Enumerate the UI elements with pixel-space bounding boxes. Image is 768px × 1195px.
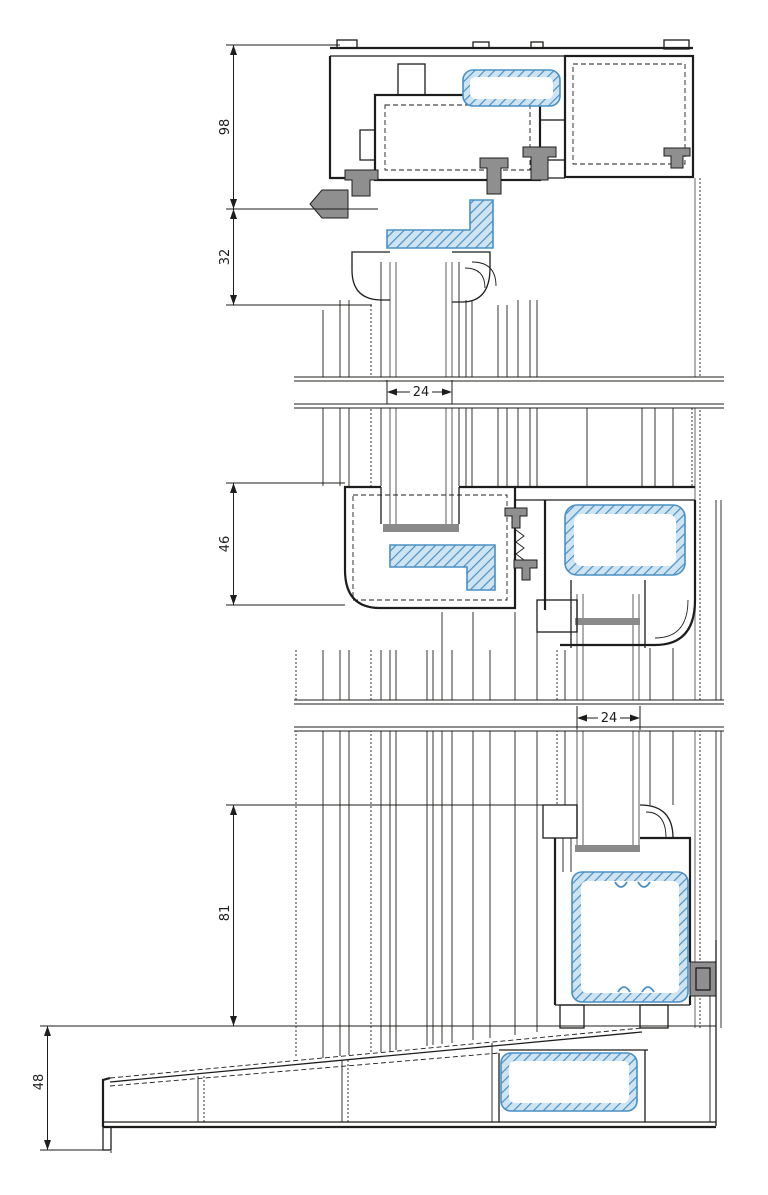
gasket [479, 157, 509, 195]
upper-sash-bottom-rail [343, 485, 517, 610]
lower-sash-top-rail [543, 500, 697, 647]
fixing-clip [472, 41, 490, 49]
interlock-section [343, 485, 697, 648]
gasket [344, 169, 379, 197]
sill-section [101, 1027, 716, 1155]
gasket [504, 507, 528, 529]
fixing-clip [336, 39, 358, 49]
dimension-bottom-sash: 81 [40, 804, 716, 1027]
dimension-interlock: 46 [218, 482, 345, 606]
break-line-upper [294, 376, 724, 409]
dimension-glazing-lower: 24 [576, 706, 641, 730]
roller-foot [559, 1004, 585, 1029]
dim-label-glazing-lower: 24 [601, 711, 618, 726]
screw-channel [397, 63, 426, 96]
thermal-break-sash [386, 199, 494, 249]
gasket [663, 147, 691, 169]
dim-label-top-frame: 98 [218, 119, 233, 136]
setting-block [575, 618, 640, 625]
sill-left-edge [101, 1076, 111, 1127]
dimension-top-sash: 32 [218, 209, 372, 306]
dimension-sill: 48 [32, 1026, 104, 1151]
gasket [309, 189, 349, 219]
anchor-block [689, 961, 717, 997]
break-line-lower [294, 699, 724, 732]
setting-block [575, 845, 640, 852]
brush-seal [515, 529, 525, 561]
guide-bracket [542, 804, 578, 839]
dim-label-interlock: 46 [218, 536, 233, 553]
bottom-rail-section [542, 804, 717, 1126]
upper-track-lines [322, 262, 693, 486]
dimension-top-frame: 98 [218, 44, 378, 210]
roller-foot [639, 1004, 669, 1029]
end-cap [639, 804, 674, 839]
dim-label-top-sash: 32 [218, 249, 233, 266]
setting-block [383, 524, 459, 532]
guide-bracket [536, 599, 578, 633]
sill-foot [102, 1126, 112, 1151]
head-section [309, 39, 695, 303]
thermal-break-sash [389, 544, 496, 591]
sash-bottom-rail [553, 836, 692, 1005]
sash-top-rail [373, 93, 542, 182]
thermal-break-hooks [614, 881, 651, 888]
gasket [513, 559, 538, 581]
glazing-bead [452, 251, 491, 303]
thermal-break-hooks [617, 986, 655, 993]
dim-label-bottom-sash: 81 [218, 905, 233, 922]
fixing-clip [530, 41, 544, 49]
dimension-glazing-upper: 24 [386, 380, 453, 404]
gasket [522, 146, 557, 181]
fixing-clip [663, 39, 690, 50]
dim-label-sill: 48 [32, 1074, 47, 1091]
glazing-bead [351, 251, 390, 301]
dim-label-glazing-upper: 24 [413, 385, 430, 400]
